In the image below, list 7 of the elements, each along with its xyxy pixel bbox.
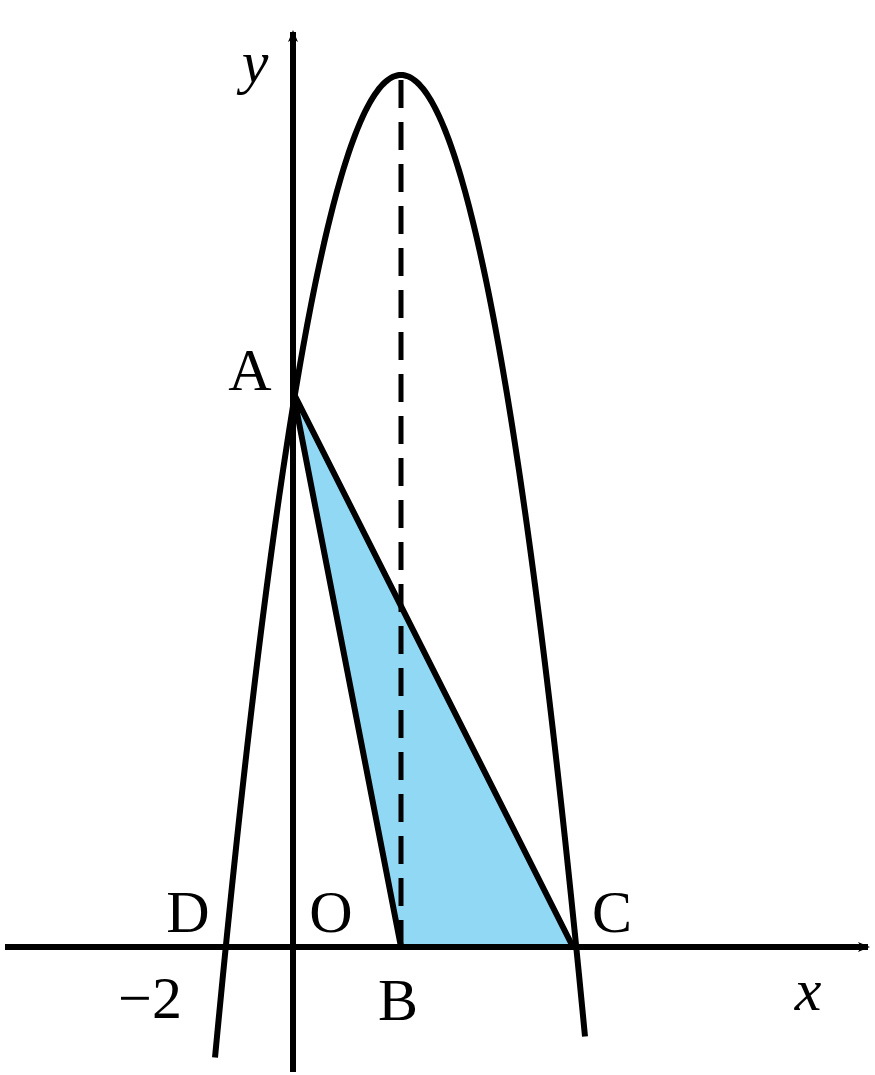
point-label: B xyxy=(378,970,418,1030)
point-label: x xyxy=(794,960,822,1020)
point-label: A xyxy=(228,340,272,400)
point-label: −2 xyxy=(118,968,182,1028)
point-label: C xyxy=(592,882,632,942)
point-label: O xyxy=(309,882,353,942)
point-label: D xyxy=(166,882,210,942)
